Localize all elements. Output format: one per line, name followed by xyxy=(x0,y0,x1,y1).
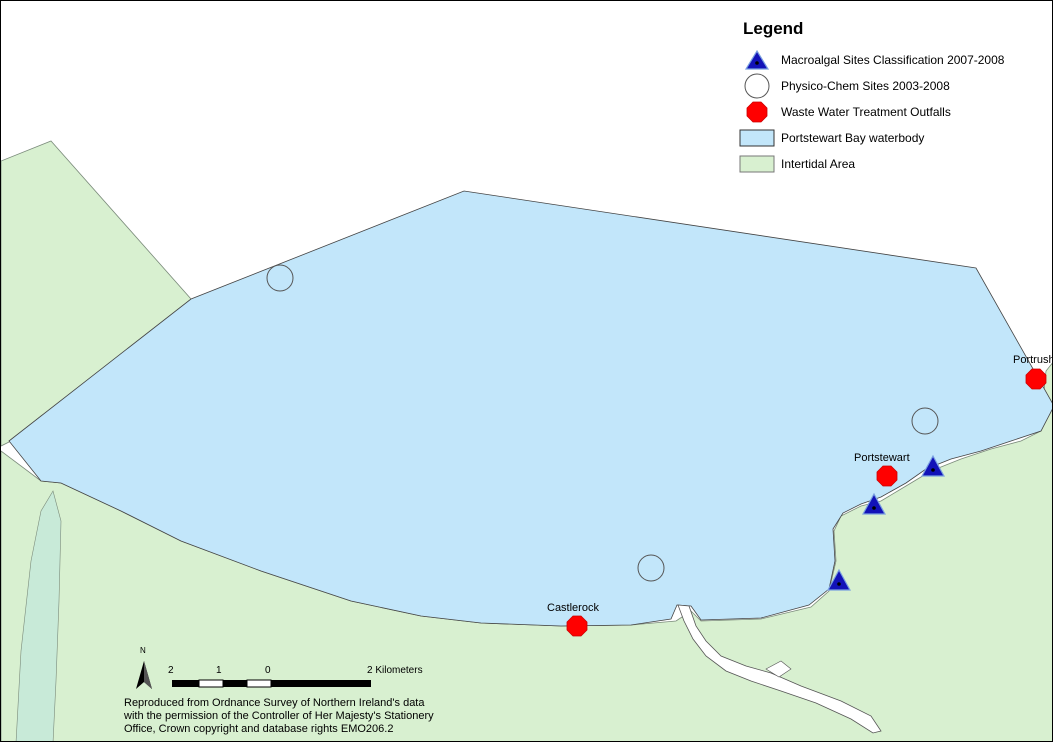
macroalgal-site[interactable] xyxy=(861,492,887,515)
intertidal-swatch xyxy=(739,153,775,175)
river-channel xyxy=(765,660,792,678)
outfall-castlerock[interactable] xyxy=(566,615,588,637)
place-label-portstewart: Portstewart xyxy=(854,452,910,464)
attribution-line: with the permission of the Controller of… xyxy=(124,710,434,722)
legend-item-physico-chem: Physico-Chem Sites 2003-2008 xyxy=(739,73,1052,99)
scale-tick-label: 2 Kilometers xyxy=(367,665,423,676)
place-label-castlerock: Castlerock xyxy=(547,602,599,614)
scale-bar xyxy=(172,679,371,688)
waterbody-polygon xyxy=(8,190,1052,627)
legend-label: Waste Water Treatment Outfalls xyxy=(781,105,951,119)
legend-label: Portstewart Bay waterbody xyxy=(781,131,925,145)
legend-label: Macroalgal Sites Classification 2007-200… xyxy=(781,53,1005,67)
legend-label: Physico-Chem Sites 2003-2008 xyxy=(781,79,950,93)
river-estuary xyxy=(677,604,882,734)
circle-icon xyxy=(739,73,775,99)
legend-item-waterbody: Portstewart Bay waterbody xyxy=(739,125,1052,151)
attribution: Reproduced from Ordnance Survey of North… xyxy=(124,697,434,736)
north-arrow-icon xyxy=(136,661,152,689)
legend-label: Intertidal Area xyxy=(781,157,856,171)
scale-tick-label: 1 xyxy=(216,665,222,676)
octagon-icon xyxy=(739,101,775,123)
triangle-icon xyxy=(739,49,775,71)
north-label: N xyxy=(140,646,146,655)
scale-tick-label: 0 xyxy=(265,665,271,676)
outfall-portrush[interactable] xyxy=(1025,368,1047,390)
legend-title: Legend xyxy=(743,19,804,38)
land-dune-strip xyxy=(15,490,62,741)
legend-item-intertidal: Intertidal Area xyxy=(739,151,1052,177)
outfall-portstewart[interactable] xyxy=(876,465,898,487)
place-label-portrush: Portrush xyxy=(1013,354,1053,366)
macroalgal-site[interactable] xyxy=(920,454,946,477)
macroalgal-site[interactable] xyxy=(826,568,852,591)
physico-chem-site[interactable] xyxy=(266,264,294,292)
scale-tick-label: 2 xyxy=(168,665,174,676)
attribution-line: Reproduced from Ordnance Survey of North… xyxy=(124,697,425,709)
physico-chem-site[interactable] xyxy=(911,407,939,435)
waterbody-swatch xyxy=(739,127,775,149)
attribution-line: Office, Crown copyright and database rig… xyxy=(124,723,394,735)
legend-item-outfalls: Waste Water Treatment Outfalls xyxy=(739,99,1052,125)
legend-item-macroalgal: Macroalgal Sites Classification 2007-200… xyxy=(739,47,1052,73)
physico-chem-site[interactable] xyxy=(637,554,665,582)
legend: Legend Macroalgal Sites Classification 2… xyxy=(739,19,1052,177)
